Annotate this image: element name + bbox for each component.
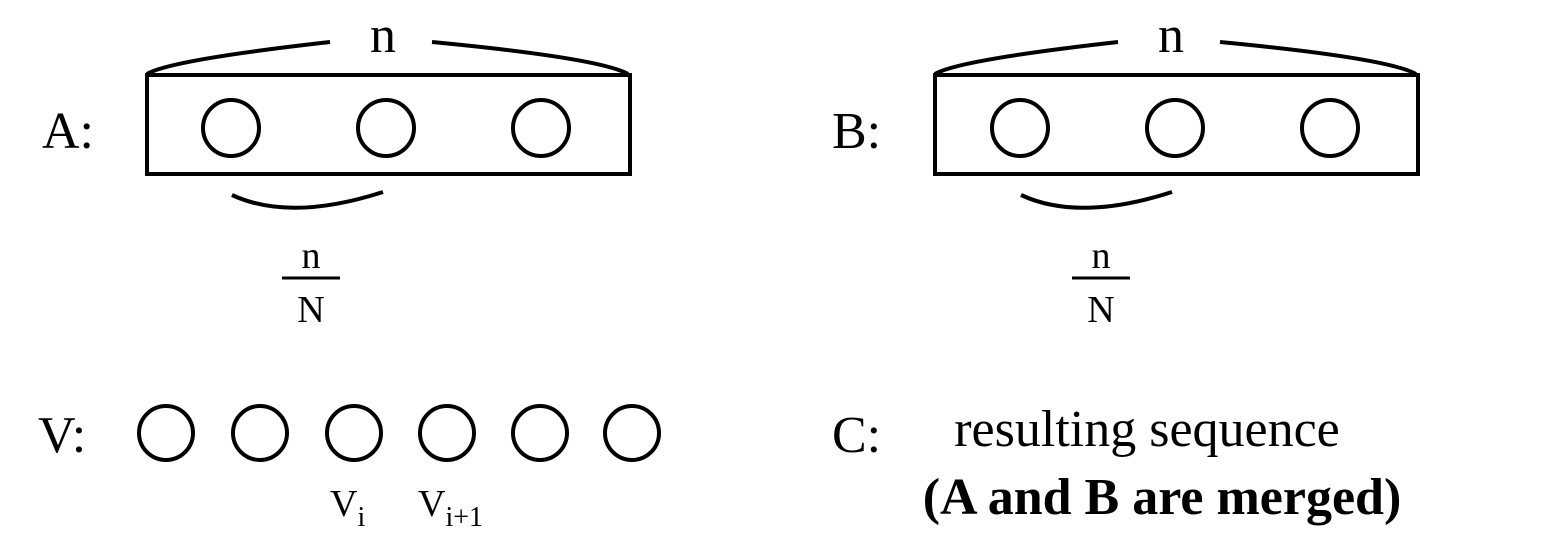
element-circle bbox=[511, 98, 571, 158]
marker-vi-sub: i bbox=[357, 502, 365, 533]
element-circle bbox=[990, 98, 1050, 158]
sequence-v: V: Vi Vi+1 bbox=[38, 404, 661, 533]
sequence-b: B: n n N bbox=[832, 7, 1420, 331]
fraction-numerator: n bbox=[1092, 235, 1111, 277]
element-circle bbox=[201, 98, 261, 158]
fraction-denominator: N bbox=[297, 289, 324, 331]
element-circle bbox=[356, 98, 416, 158]
box-a bbox=[145, 73, 632, 176]
element-circle bbox=[511, 404, 569, 462]
top-brace-left bbox=[933, 40, 1119, 76]
label-c: C: bbox=[832, 407, 881, 464]
label-v: V: bbox=[38, 407, 86, 464]
result-caption: resulting sequence bbox=[954, 401, 1340, 458]
element-circle bbox=[325, 404, 383, 462]
element-circle bbox=[603, 404, 661, 462]
top-brace-left bbox=[145, 40, 331, 76]
element-circle bbox=[137, 404, 195, 462]
merge-note: (A and B are merged) bbox=[923, 469, 1402, 526]
top-brace-label: n bbox=[1158, 7, 1184, 64]
box-b bbox=[933, 73, 1420, 176]
marker-vi-base: V bbox=[330, 483, 358, 525]
label-a: A: bbox=[42, 103, 94, 160]
fraction-denominator: N bbox=[1087, 289, 1114, 331]
top-brace-right bbox=[431, 40, 629, 76]
marker-vi-plus-1: Vi+1 bbox=[418, 483, 483, 533]
top-brace-label: n bbox=[370, 7, 396, 64]
sequence-a: A: n n N bbox=[42, 7, 632, 331]
element-circle bbox=[231, 404, 289, 462]
element-circle bbox=[1300, 98, 1360, 158]
fraction-numerator: n bbox=[302, 235, 321, 277]
bottom-brace bbox=[231, 190, 384, 210]
element-circle bbox=[418, 404, 476, 462]
label-b: B: bbox=[832, 103, 881, 160]
sequence-c: C: resulting sequence (A and B are merge… bbox=[832, 401, 1401, 526]
marker-vi: Vi bbox=[330, 483, 365, 533]
marker-next-base: V bbox=[418, 483, 446, 525]
marker-next-sub: i+1 bbox=[445, 502, 483, 533]
bottom-brace bbox=[1020, 190, 1173, 210]
element-circle bbox=[1145, 98, 1205, 158]
top-brace-right bbox=[1219, 40, 1417, 76]
